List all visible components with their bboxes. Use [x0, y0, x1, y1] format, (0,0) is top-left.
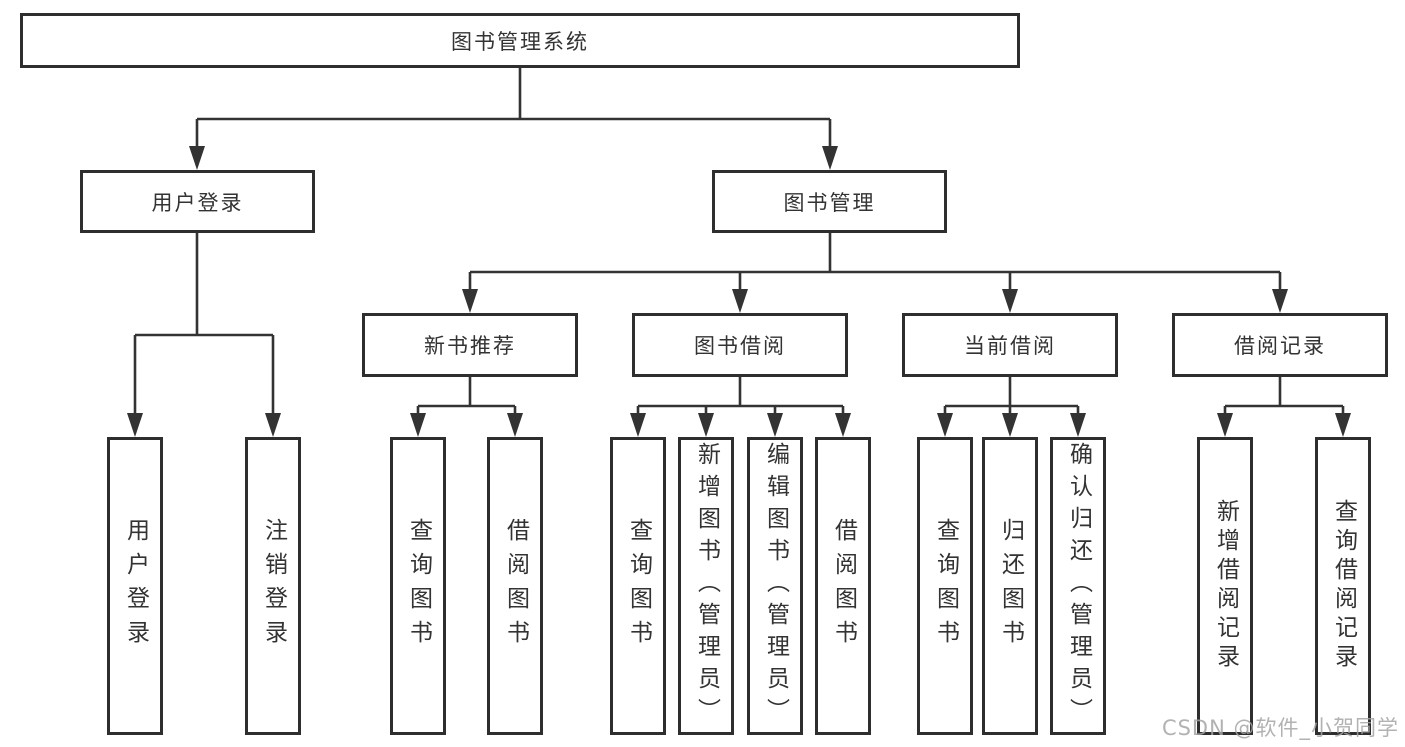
leaf-label: 归还图书	[997, 518, 1024, 654]
node-book-management: 图书管理	[712, 170, 947, 233]
leaf-logout: 注销登录	[245, 437, 301, 735]
leaf-label: 用户登录	[122, 518, 149, 654]
leaf-borrow-books-recommend: 借阅图书	[487, 437, 543, 735]
leaf-user-login: 用户登录	[107, 437, 163, 735]
node-label: 图书借阅	[694, 334, 786, 358]
leaf-label: 查询借阅记录	[1330, 499, 1357, 673]
leaf-query-books-recommend: 查询图书	[390, 437, 446, 735]
node-new-book-recommend: 新书推荐	[362, 313, 578, 377]
leaf-label: 新增借阅记录	[1212, 499, 1239, 673]
leaf-query-borrow-record: 查询借阅记录	[1315, 437, 1371, 735]
leaf-add-borrow-record: 新增借阅记录	[1197, 437, 1253, 735]
leaf-query-books-borrow: 查询图书	[610, 437, 666, 735]
leaf-label: 新增图书（管理员）	[693, 442, 720, 730]
leaf-label: 确认归还（管理员）	[1065, 442, 1092, 730]
leaf-edit-books-admin: 编辑图书（管理员）	[747, 437, 803, 735]
arrowheads	[127, 146, 1351, 437]
leaf-label: 借阅图书	[830, 518, 857, 654]
leaf-label: 借阅图书	[502, 518, 529, 654]
leaf-add-books-admin: 新增图书（管理员）	[678, 437, 734, 735]
node-label: 图书管理	[783, 190, 876, 215]
leaf-label: 查询图书	[405, 518, 432, 654]
node-book-borrow: 图书借阅	[632, 313, 848, 377]
leaf-label: 编辑图书（管理员）	[762, 442, 789, 730]
node-label: 图书管理系统	[451, 29, 589, 54]
leaf-query-books-current: 查询图书	[917, 437, 973, 735]
node-label: 当前借阅	[964, 334, 1056, 358]
node-label: 用户登录	[151, 190, 244, 215]
csdn-watermark: CSDN @软件_小贺同学	[1161, 716, 1399, 740]
leaf-label: 注销登录	[260, 518, 287, 654]
leaf-label: 查询图书	[932, 518, 959, 654]
leaf-label: 查询图书	[625, 518, 652, 654]
node-system-root: 图书管理系统	[20, 13, 1020, 68]
leaf-confirm-return-admin: 确认归还（管理员）	[1050, 437, 1106, 735]
leaf-borrow-books: 借阅图书	[815, 437, 871, 735]
node-current-borrow: 当前借阅	[902, 313, 1118, 377]
node-label: 新书推荐	[424, 334, 516, 358]
node-user-login: 用户登录	[80, 170, 315, 233]
node-label: 借阅记录	[1234, 334, 1326, 358]
leaf-return-books: 归还图书	[982, 437, 1038, 735]
node-borrow-records: 借阅记录	[1172, 313, 1388, 377]
